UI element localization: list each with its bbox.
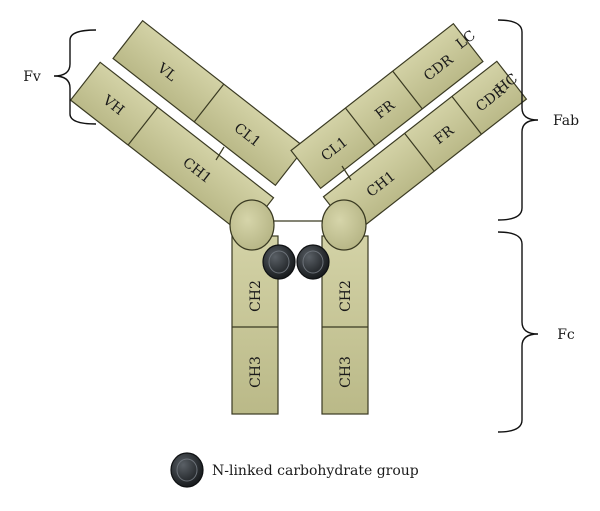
left-hinge-knob xyxy=(229,199,275,251)
fab-label: Fab xyxy=(553,113,579,129)
left-light-chain-divider xyxy=(193,83,225,123)
left-ch2-label: CH2 xyxy=(248,280,264,312)
right-ch2-label: CH2 xyxy=(338,280,354,312)
right-light-chain-body xyxy=(290,22,484,190)
legend-carbohydrate-icon xyxy=(170,452,204,488)
right-light-chain: CL1 FR CDR xyxy=(290,22,484,190)
fv-label: Fv xyxy=(23,69,41,85)
right-stem-body xyxy=(321,235,369,415)
fab-bracket xyxy=(497,19,539,221)
legend-label: N-linked carbohydrate group xyxy=(212,463,419,479)
right-heavy-chain: CH1 FR CDR xyxy=(322,60,528,236)
carbohydrate-right xyxy=(296,244,330,280)
right-light-chain-divider-1 xyxy=(344,107,376,147)
fc-bracket xyxy=(497,231,539,433)
left-ch3-label: CH3 xyxy=(248,356,264,388)
left-light-chain: VL CL1 xyxy=(112,19,306,187)
right-heavy-chain-divider-2 xyxy=(451,96,482,135)
right-hinge-knob xyxy=(321,199,367,251)
left-heavy-chain: VH CH1 xyxy=(69,61,275,237)
right-light-chain-divider-2 xyxy=(392,70,423,110)
right-ch3-label: CH3 xyxy=(338,356,354,388)
right-heavy-chain-divider-1 xyxy=(404,132,435,172)
left-disulfide-link xyxy=(215,146,225,161)
fc-label: Fc xyxy=(557,327,575,343)
fv-bracket xyxy=(53,29,97,125)
right-stem: CH2 CH3 xyxy=(321,235,369,415)
legend: N-linked carbohydrate group xyxy=(170,452,419,488)
left-heavy-chain-divider xyxy=(127,106,159,146)
carbohydrate-left xyxy=(262,244,296,280)
right-disulfide-link xyxy=(341,165,352,181)
